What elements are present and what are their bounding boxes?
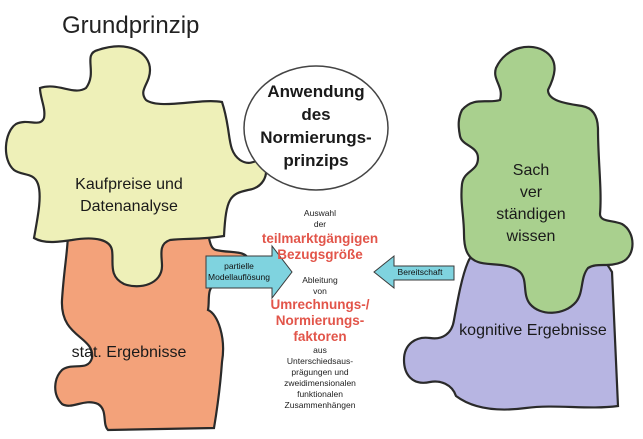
right-arrow-label: Bereitschaft (397, 267, 443, 277)
orange-piece-label: stat. Ergebnisse (71, 344, 187, 361)
auswahl-text: Auswahl (303, 208, 337, 218)
lavender-piece-label: kognitive Ergebnisse (459, 322, 607, 339)
center-oval (243, 65, 389, 191)
center-title-line: des (301, 105, 331, 124)
yellow-puzzle-piece (4, 45, 268, 288)
yellow-piece-label: Kaufpreise und Datenanalyse (64, 174, 194, 218)
label-line: Modellauflösung (208, 272, 270, 282)
center-title-line: Anwendung (267, 82, 365, 101)
aus-line: zweidimensionalen (284, 378, 356, 388)
center-title: Anwendung des Normierungs- prinzips (246, 80, 386, 172)
center-title-line: Normierungs- (260, 128, 372, 147)
aus-line: funktionalen (297, 389, 343, 399)
red-text-line: Bezugsgröße (277, 247, 363, 262)
label-line: ständigen (496, 206, 566, 223)
green-piece-label: Sach ver ständigen wissen (486, 160, 576, 248)
label-line: Sach (512, 162, 550, 179)
aus-line: Zusammenhängen (284, 400, 356, 410)
red-text-line: faktoren (293, 329, 347, 344)
label-line: Datenanalyse (80, 198, 178, 215)
label-line: wissen (506, 228, 556, 245)
arrow-right-to-left (373, 254, 455, 290)
label-line: ver (519, 184, 543, 201)
green-puzzle-piece (457, 45, 634, 314)
der-text: der (313, 219, 327, 229)
page-heading: Grundprinzip (62, 12, 200, 39)
center-title-line: prinzips (283, 151, 349, 170)
left-arrow-label: partielle Modellauflösung (204, 261, 274, 283)
red-text-line: teilmarktgängigen (261, 231, 379, 246)
ableitung-text: Ableitung (302, 275, 338, 285)
label-line: partielle (224, 261, 254, 271)
red-text-line: Umrechnungs-/ (270, 297, 370, 312)
aus-line: aus (313, 345, 327, 355)
label-line: Kaufpreise und (75, 176, 183, 193)
red-text-line: Normierungs- (275, 313, 365, 328)
von-text: von (313, 286, 327, 296)
arrow-left-to-right (205, 244, 293, 300)
aus-line: prägungen und (291, 367, 349, 377)
aus-line: Unterschiedsaus- (286, 356, 354, 366)
middle-text-block: Auswahl der teilmarktgängigen Bezugsgröß… (250, 208, 390, 411)
